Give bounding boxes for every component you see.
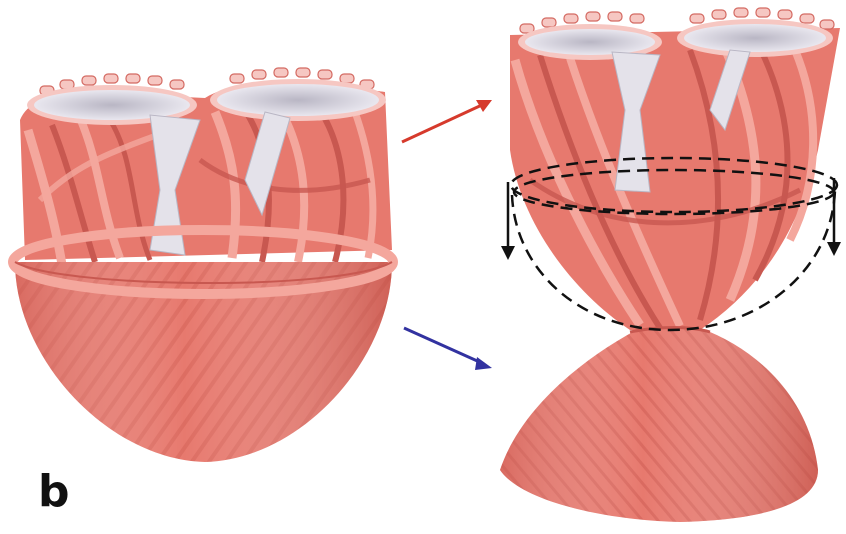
panel-label: b xyxy=(38,470,70,514)
right-apical-cone xyxy=(500,328,818,523)
transition-arrows xyxy=(402,100,492,370)
twisted-heart-illustration xyxy=(500,8,841,522)
left-apical-cup xyxy=(13,230,393,462)
untwisted-heart-illustration xyxy=(13,68,393,462)
lower-blue-arrow xyxy=(404,328,484,364)
left-down-arrowhead xyxy=(501,246,515,260)
upper-red-arrow xyxy=(402,104,484,142)
right-down-arrowhead xyxy=(827,242,841,256)
lower-blue-arrowhead xyxy=(475,357,492,370)
